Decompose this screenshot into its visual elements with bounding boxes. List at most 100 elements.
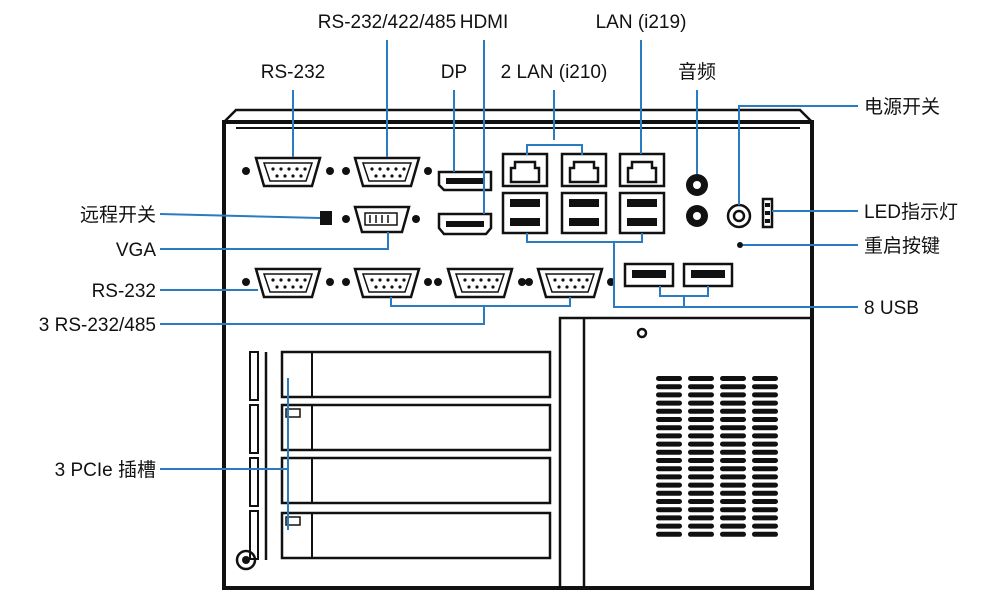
label-audio: 音频 — [678, 61, 716, 83]
vent-slot — [656, 425, 682, 431]
vent-slot — [688, 433, 714, 439]
reset-button — [737, 242, 743, 248]
vent-slot — [688, 376, 714, 381]
usb-ports-stack — [501, 191, 666, 235]
vent-slot — [688, 449, 714, 455]
vent-slot — [656, 523, 682, 529]
lan-port-i210-2 — [560, 152, 608, 188]
vent-slot — [656, 490, 682, 496]
vent-slot — [688, 384, 714, 390]
label-vga: VGA — [116, 240, 156, 261]
vent-slot — [752, 449, 778, 455]
vent-slot — [720, 515, 746, 521]
pcie-slots — [249, 350, 552, 560]
db9-port-rs232-422-485 — [342, 156, 432, 188]
vent-slot — [720, 425, 746, 431]
label-usb: 8 USB — [864, 298, 919, 319]
vent-slot — [688, 408, 714, 414]
dp-port — [437, 170, 493, 192]
vent-slot — [752, 408, 778, 414]
label-reset: 重启按键 — [864, 235, 940, 257]
label-rs232-422-485: RS-232/422/485 — [318, 12, 456, 33]
vent-slot — [656, 458, 682, 463]
vent-slot — [688, 441, 714, 447]
vent-slot — [752, 417, 778, 422]
vent-slot — [688, 499, 714, 504]
labels: RS-232 RS-232/422/485 HDMI DP 2 LAN (i21… — [39, 12, 958, 481]
vent-slot — [720, 490, 746, 496]
db9-port-rs232-top — [242, 156, 334, 188]
vent-slot — [752, 490, 778, 496]
vent-slot — [752, 466, 778, 472]
vent-slot — [656, 400, 682, 406]
vent-slot — [720, 392, 746, 398]
vent-slot — [688, 515, 714, 521]
vent-slot — [688, 417, 714, 422]
vent-slot — [752, 507, 778, 513]
vent-slot — [720, 376, 746, 381]
vent-slot — [688, 523, 714, 529]
vent-slot — [752, 384, 778, 390]
db9-port-rs232-485-c — [525, 267, 615, 299]
vent-slot — [656, 474, 682, 480]
db9-port-rs232-485-b — [434, 267, 526, 299]
vent-slot — [656, 417, 682, 422]
remote-switch-connector — [320, 211, 332, 225]
vent-slot — [656, 507, 682, 513]
vent-panel — [558, 316, 814, 590]
lan-port-i219 — [618, 152, 666, 188]
vent-slot — [688, 400, 714, 406]
vent-slot — [720, 474, 746, 480]
vent-slot — [688, 482, 714, 488]
vent-slot — [752, 523, 778, 529]
vent-slot — [752, 515, 778, 521]
vent-slot — [752, 425, 778, 431]
label-remote-switch: 远程开关 — [80, 204, 156, 226]
usb-ports-pair — [623, 262, 734, 288]
vent-slot — [656, 531, 682, 537]
audio-jacks — [686, 174, 708, 227]
vent-slot — [752, 531, 778, 537]
label-rs232-left: RS-232 — [92, 281, 156, 302]
label-lan-i210: 2 LAN (i210) — [501, 62, 608, 83]
label-power-switch: 电源开关 — [864, 96, 940, 118]
vent-slot — [656, 466, 682, 472]
vent-slot — [688, 474, 714, 480]
vent-slot — [656, 376, 682, 381]
vent-slot — [688, 531, 714, 537]
vent-slot — [752, 482, 778, 488]
hdmi-port — [437, 212, 493, 236]
vent-slot — [720, 458, 746, 463]
vent-slot — [720, 507, 746, 513]
label-lan-i219: LAN (i219) — [596, 12, 687, 33]
vent-slot — [656, 441, 682, 447]
vent-slot — [656, 499, 682, 504]
db9-port-rs232-485-a — [342, 267, 432, 299]
vent-slot — [752, 400, 778, 406]
vent-slot — [752, 376, 778, 381]
vga-port — [342, 205, 420, 234]
label-hdmi: HDMI — [460, 12, 509, 33]
vent-slot — [752, 474, 778, 480]
power-button — [726, 203, 752, 229]
vent-slot — [720, 531, 746, 537]
vent-slot — [720, 499, 746, 504]
vent-slot — [656, 482, 682, 488]
vent-slot — [720, 482, 746, 488]
led-indicators — [761, 197, 774, 229]
vent-slot — [688, 507, 714, 513]
label-rs232-top: RS-232 — [261, 62, 325, 83]
vent-slot — [656, 433, 682, 439]
vent-slot — [688, 490, 714, 496]
label-pcie: 3 PCIe 插槽 — [55, 459, 156, 481]
vent-slot — [720, 523, 746, 529]
vent-slot — [720, 433, 746, 439]
vent-slot — [656, 408, 682, 414]
vent-slot — [688, 392, 714, 398]
vent-slot — [688, 425, 714, 431]
vent-slot — [656, 515, 682, 521]
vent-slots — [656, 376, 778, 537]
vent-slot — [752, 441, 778, 447]
db9-port-rs232-left — [242, 267, 334, 299]
